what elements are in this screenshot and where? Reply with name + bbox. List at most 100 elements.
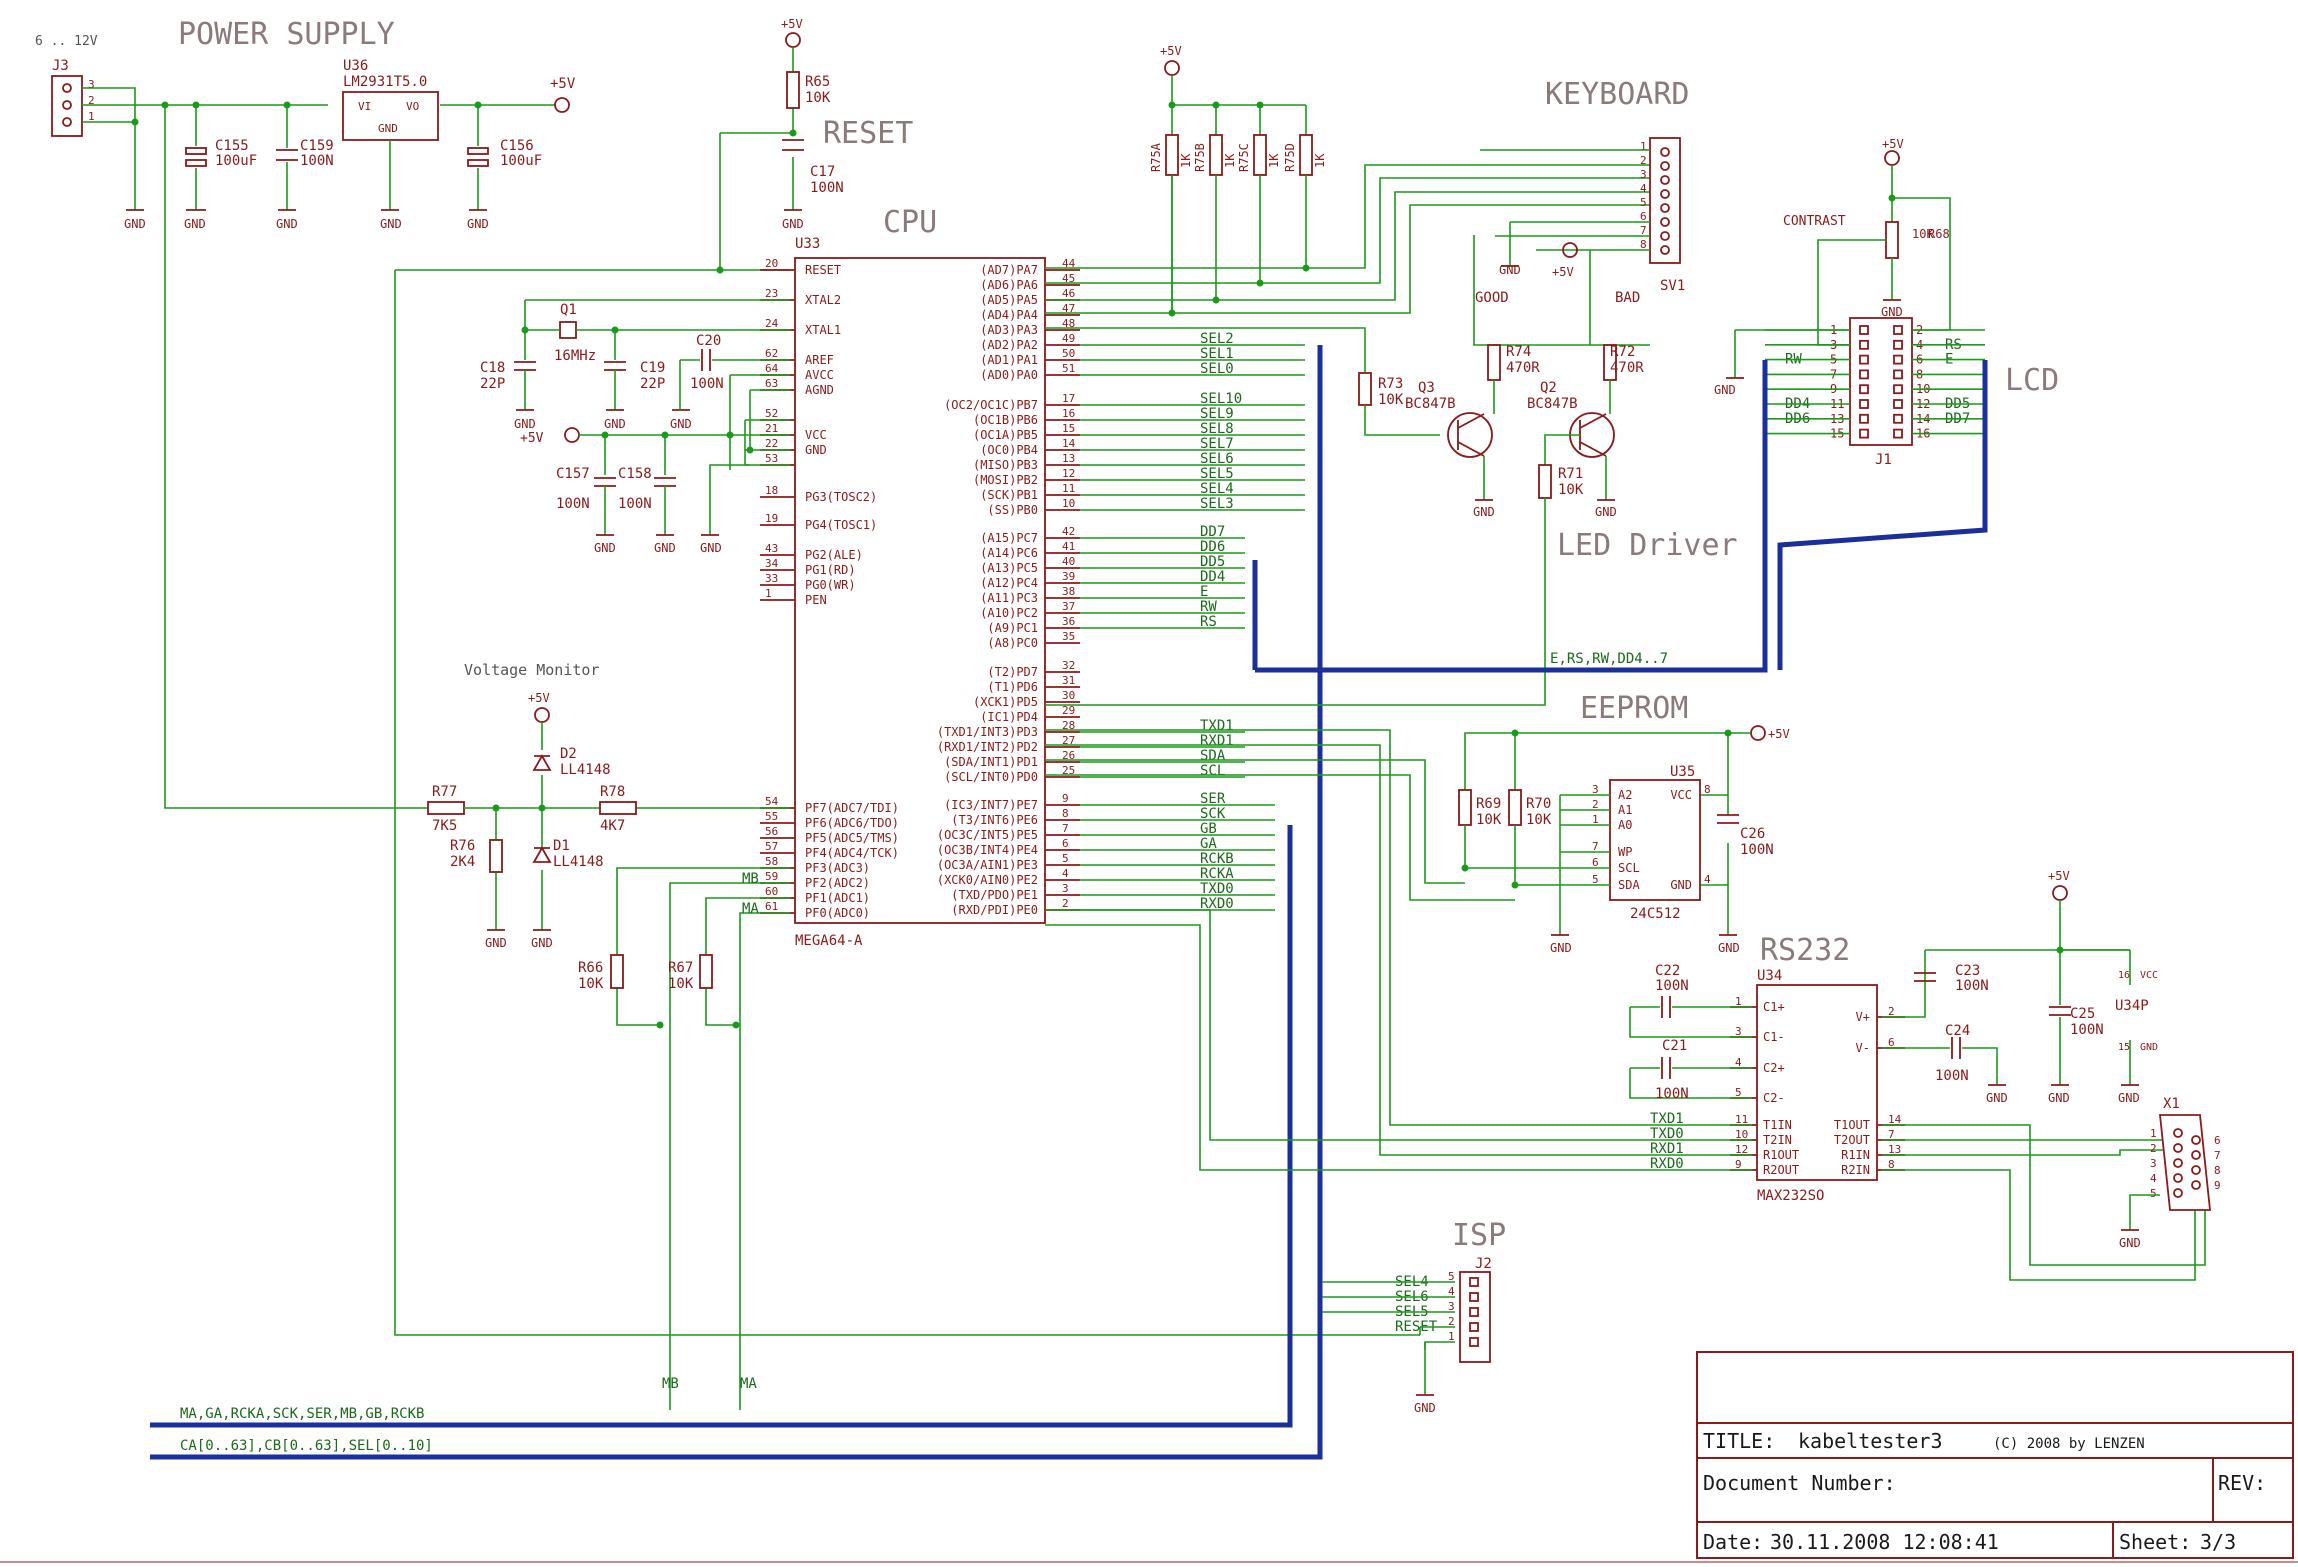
j1-pin xyxy=(1859,369,1869,380)
title-value: kabeltester3 xyxy=(1798,1429,1943,1453)
cpu-pin-name: (IC3/INT7)PE7 xyxy=(944,798,1038,812)
svg-text:3: 3 xyxy=(88,78,95,91)
cpu-pin-name: (OC3B/INT4)PE4 xyxy=(937,843,1038,857)
cpu-pin-name: (SCL/INT0)PD0 xyxy=(944,770,1038,784)
c17-value: 100N xyxy=(810,180,844,196)
cpu-pin-number: 9 xyxy=(1062,792,1069,805)
cpu-pin-number: 41 xyxy=(1062,540,1075,553)
x1-pin xyxy=(2191,1180,2201,1190)
cpu-pin-name: (T2)PD7 xyxy=(987,665,1038,679)
u34-pin-name: C1+ xyxy=(1763,1000,1785,1014)
j2-pin xyxy=(1469,1337,1479,1347)
sv1-pin xyxy=(1660,231,1670,241)
u34-pin-name: C2- xyxy=(1763,1091,1785,1105)
cpu-pin-name: AVCC xyxy=(805,368,834,382)
cpu-pin-name: (RXD1/INT2)PD2 xyxy=(937,740,1038,754)
j2-pin xyxy=(1469,1292,1479,1302)
cpu-pin-name: (MOSI)PB2 xyxy=(973,473,1038,487)
cpu-pin-number: 31 xyxy=(1062,674,1075,687)
net-label: RCKA xyxy=(1200,866,1234,882)
svg-text:2: 2 xyxy=(88,94,95,107)
svg-text:+5V: +5V xyxy=(781,17,803,31)
supply-plus5v-label: +5V xyxy=(550,76,576,92)
cpu-pin-name: (TXD1/INT3)PD3 xyxy=(937,725,1038,739)
svg-text:GND: GND xyxy=(1986,1091,2008,1105)
cpu-pin-name: AGND xyxy=(805,383,834,397)
x1-pin-number: 2 xyxy=(2150,1142,2157,1155)
svg-text:GND: GND xyxy=(700,541,722,555)
u34-pin-number: 9 xyxy=(1735,1158,1742,1171)
svg-text:GND: GND xyxy=(2119,1236,2141,1250)
r65-resistor xyxy=(786,71,800,109)
u35-pin-number: 8 xyxy=(1704,783,1711,796)
cpu-pin-number: 6 xyxy=(1062,837,1069,850)
j2-pin xyxy=(1469,1307,1479,1317)
c156-value: 100uF xyxy=(500,153,542,169)
section-power-supply: POWER SUPPLY xyxy=(178,17,395,52)
x1-pin-number: 6 xyxy=(2214,1134,2221,1147)
cpu-pin-name: RESET xyxy=(805,263,841,277)
cpu-pin-number: 39 xyxy=(1062,570,1075,583)
svg-text:GND: GND xyxy=(1473,505,1495,519)
svg-text:1: 1 xyxy=(88,110,95,123)
sv1-pin xyxy=(1660,245,1670,255)
u35-pin-name: VCC xyxy=(1670,788,1692,802)
section-reset: RESET xyxy=(823,116,913,151)
j2-pin-number: 5 xyxy=(1448,1270,1455,1283)
cpu-pin-number: 50 xyxy=(1062,347,1075,360)
r74-value: 470R xyxy=(1506,360,1540,376)
cpu-pin-number: 16 xyxy=(1062,407,1075,420)
cpu-pin-number: 52 xyxy=(765,407,778,420)
c159-label: C159 xyxy=(300,138,334,154)
section-isp: ISP xyxy=(1452,1218,1506,1253)
svg-text:VCC: VCC xyxy=(2140,970,2158,981)
cpu-pin-name: (A8)PC0 xyxy=(987,636,1038,650)
rev-label: REV: xyxy=(2218,1471,2266,1495)
cpu-pin-name: (OC0)PB4 xyxy=(980,443,1038,457)
cpu-pin-name: (XCK1)PD5 xyxy=(973,695,1038,709)
cpu-pin-name: PF3(ADC3) xyxy=(805,861,870,875)
svg-text:GND: GND xyxy=(124,217,146,231)
u34-max232 xyxy=(1756,984,1878,1181)
u34p-label: U34P xyxy=(2115,998,2149,1014)
svg-text:VI: VI xyxy=(358,100,371,113)
r75-label: R75C xyxy=(1237,143,1251,172)
svg-text:GND: GND xyxy=(1718,941,1740,955)
x1-pin-number: 3 xyxy=(2150,1157,2157,1170)
svg-text:GND: GND xyxy=(1714,383,1736,397)
d2-value: LL4148 xyxy=(560,762,611,778)
cpu-pin-name: PG1(RD) xyxy=(805,563,856,577)
cpu-pin-number: 2 xyxy=(1062,897,1069,910)
q3-label: Q3 xyxy=(1418,380,1435,396)
r70-value: 10K xyxy=(1526,812,1552,828)
u34-net-label: TXD1 xyxy=(1650,1111,1684,1127)
svg-text:+5V: +5V xyxy=(1552,265,1574,279)
c23-label: C23 xyxy=(1955,963,1980,979)
u36-part: LM2931T5.0 xyxy=(343,74,427,90)
u35-pin-number: 6 xyxy=(1592,856,1599,869)
u35-pin-number: 5 xyxy=(1592,873,1599,886)
net-label: SER xyxy=(1200,791,1226,807)
cpu-pin-number: 55 xyxy=(765,810,778,823)
cpu-pin-name: (OC2/OC1C)PB7 xyxy=(944,398,1038,412)
net-label: SEL2 xyxy=(1200,331,1234,347)
r77-resistor xyxy=(427,801,465,815)
j2-pin-number: 2 xyxy=(1448,1315,1455,1328)
cpu-pin-name: PF7(ADC7/TDI) xyxy=(805,801,899,815)
c26-label: C26 xyxy=(1740,826,1765,842)
sv1-pin-number: 1 xyxy=(1640,140,1647,153)
supply-5v-symbol xyxy=(554,97,570,113)
cpu-pin-number: 8 xyxy=(1062,807,1069,820)
cpu-pin-number: 36 xyxy=(1062,615,1075,628)
net-label: DD5 xyxy=(1200,554,1225,570)
sv1-pin-number: 8 xyxy=(1640,238,1647,251)
u33-label: U33 xyxy=(795,236,820,252)
net-label: DD7 xyxy=(1200,524,1225,540)
cpu-pin-number: 25 xyxy=(1062,764,1075,777)
cpu-pin-name: (AD7)PA7 xyxy=(980,263,1038,277)
sv1-pin-number: 5 xyxy=(1640,196,1647,209)
svg-text:GND: GND xyxy=(184,217,206,231)
sv1-pin xyxy=(1660,175,1670,185)
